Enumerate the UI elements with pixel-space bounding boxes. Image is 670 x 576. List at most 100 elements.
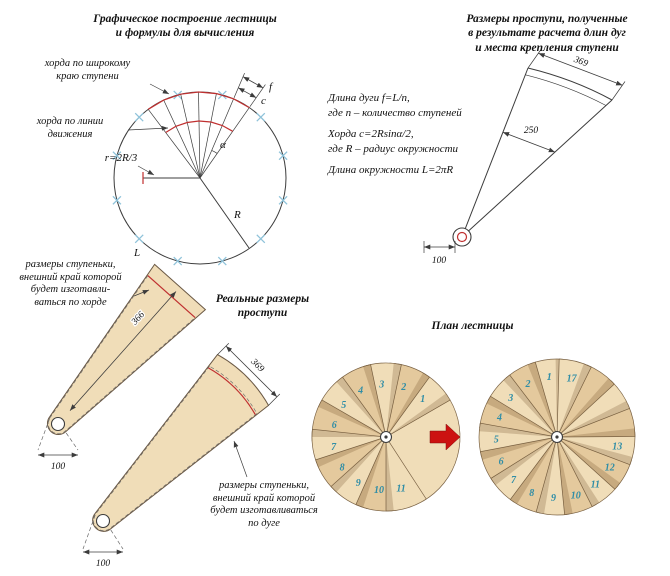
- dim-extension: [611, 81, 626, 101]
- label-chord-motion: хорда по линии движения: [14, 116, 126, 141]
- dim-250-label: 250: [524, 126, 539, 136]
- step-number: 3: [507, 393, 513, 404]
- tread-calc-title: Размеры проступи, полученные в результат…: [432, 12, 662, 55]
- tread-template-chord: 366 100: [37, 263, 207, 473]
- dim-extension: [217, 342, 230, 355]
- stair-tread-wedge: [556, 358, 592, 438]
- step-number: 7: [331, 442, 337, 453]
- stair-tread-wedge: [355, 437, 386, 508]
- stair-tread-wedge: [557, 428, 635, 437]
- division-x-mark: [256, 112, 266, 122]
- alpha-label: α: [220, 139, 226, 151]
- formula-chord: Хорда c=2Rsinα/2,: [328, 128, 414, 141]
- dim-100a-label: 100: [51, 462, 66, 472]
- step-number: 3: [378, 379, 384, 390]
- division-x-mark: [217, 256, 227, 266]
- dim-extension: [249, 84, 266, 107]
- main-title: Графическое построение лестницы и формул…: [55, 12, 315, 41]
- transform-arrow: [429, 423, 461, 451]
- chord-c-dim-line: [238, 87, 257, 99]
- step-number: 9: [356, 478, 361, 489]
- dim-extension: [527, 49, 542, 69]
- dim-250-line: [502, 131, 556, 153]
- wedge-left-edge: [464, 67, 529, 229]
- stair-tread-wedge: [480, 437, 557, 460]
- step-radius-line: [199, 98, 234, 179]
- step-number: 4: [357, 386, 363, 397]
- step-number: 4: [496, 412, 502, 423]
- stair-tread-wedge: [557, 437, 621, 490]
- label-template-arc-line4: по дуге: [248, 517, 280, 529]
- arc-f-dim-line: [242, 76, 264, 89]
- label-template-chord-line1: размеры ступеньки,: [25, 259, 116, 270]
- dim-369b-label: 369: [248, 357, 266, 375]
- formula-circumference: Длина окружности L=2πR: [328, 164, 454, 177]
- stair-tread-wedge: [318, 400, 386, 437]
- plan-title-text: План лестницы: [431, 320, 514, 332]
- step-number: 8: [340, 463, 345, 474]
- step-radius-line: [198, 91, 201, 179]
- stair-tread-wedge: [557, 437, 633, 465]
- label-template-chord-line3: будет изготавли-: [30, 284, 111, 296]
- division-x-mark: [173, 256, 183, 266]
- step-number: 2: [400, 382, 406, 393]
- label-template-arc-line3: будет изготавливаться: [210, 505, 318, 517]
- stair-tread-wedge: [315, 437, 386, 468]
- dim-100b-label: 100: [96, 559, 111, 569]
- division-x-mark: [278, 151, 288, 161]
- tread-template-arc: 369 100: [82, 342, 281, 570]
- attachment-hub-inner: [456, 231, 468, 243]
- dim-369-line: [538, 52, 623, 86]
- step-number: 9: [551, 493, 556, 504]
- label-template-chord-line2: внешний край которой: [19, 271, 122, 283]
- label-chord-motion-line1: хорда по линии: [36, 116, 104, 127]
- step-number: 13: [612, 442, 622, 453]
- stair-tread-wedge: [386, 363, 402, 437]
- chord-wide-leader-arrow: [149, 83, 170, 95]
- division-x-marks: [112, 90, 288, 266]
- label-chord-wide-line2: краю ступени: [56, 70, 119, 82]
- tread-calc-title-line2: в результате расчета длин дуг: [468, 27, 626, 40]
- stair-tread-wedge: [386, 372, 430, 437]
- mount-hole: [50, 416, 66, 432]
- step-number: 1: [420, 394, 425, 405]
- label-template-arc-line2: внешний край которой: [212, 492, 316, 504]
- real-sizes-title-line2: проступи: [237, 307, 288, 320]
- radius-label: R: [233, 209, 241, 221]
- dim-369b-line: [225, 345, 278, 398]
- step-number: 6: [499, 456, 504, 467]
- step-number: 6: [332, 420, 337, 431]
- tread-calc-title-line1: Размеры проступи, полученные: [466, 13, 628, 25]
- formulas-block: Длина дуги f=L/n, где n – количество сту…: [328, 91, 493, 178]
- label-template-chord: размеры ступеньки, внешний край которой …: [8, 259, 133, 309]
- division-x-mark: [112, 195, 122, 205]
- wedge-outer-arc: [527, 67, 613, 101]
- outer-edge-chords: [147, 91, 250, 110]
- label-chord-leader-arrow: [133, 289, 150, 297]
- stair-tread-wedge: [557, 363, 592, 437]
- dim-extension: [37, 417, 51, 451]
- real-sizes-title-line1: Реальные размеры: [215, 293, 310, 305]
- tread-calc-title-line3: и места крепления ступени: [475, 41, 619, 54]
- step-number: 10: [571, 490, 581, 501]
- step-number: 5: [341, 400, 346, 411]
- division-x-mark: [134, 234, 144, 244]
- stair-tread-wedge: [486, 396, 557, 437]
- step-number: 11: [396, 484, 405, 495]
- real-sizes-title: Реальные размеры проступи: [195, 292, 330, 321]
- center-pole-dot: [384, 435, 388, 439]
- step-radius-line: [180, 94, 201, 179]
- circumference-label: L: [133, 247, 140, 259]
- dim-extension: [65, 432, 79, 451]
- label-template-chord-line4: ваться по хорде: [34, 296, 107, 308]
- step-number: 17: [567, 373, 578, 384]
- division-x-mark: [134, 112, 144, 122]
- label-arc-leader-arrow: [233, 440, 248, 478]
- stair-tread-wedge: [557, 378, 615, 437]
- label-chord-wide-line1: хорда по широкому: [44, 58, 131, 69]
- dim-extension: [110, 529, 124, 550]
- stair-tread-wedge: [490, 437, 557, 486]
- main-title-line1: Графическое построение лестницы: [93, 13, 277, 25]
